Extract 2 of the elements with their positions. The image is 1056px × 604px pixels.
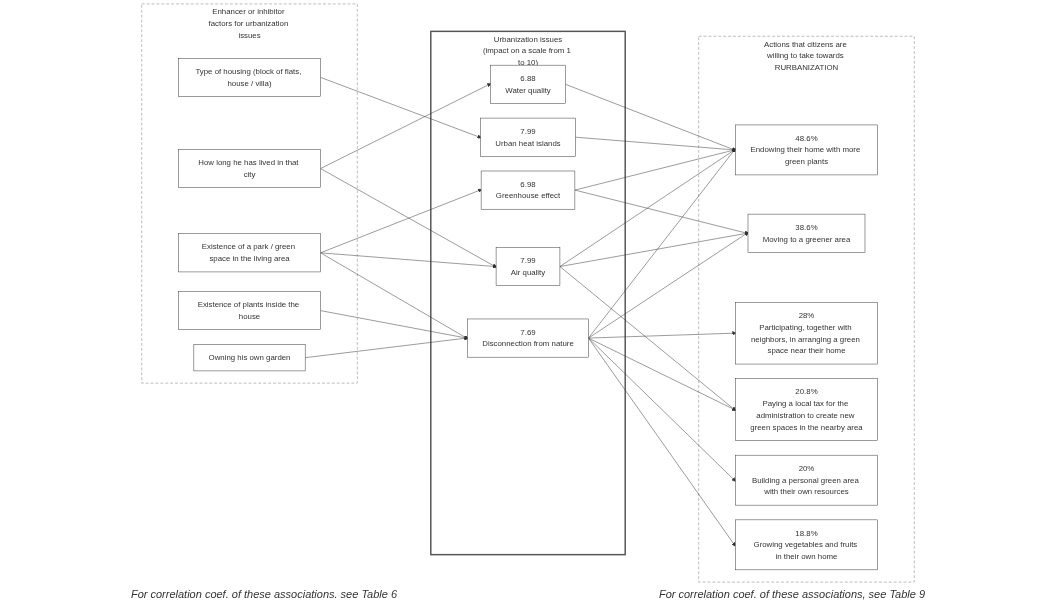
note-text: For correlation coef. of these associations, see Table 9 — [658, 588, 926, 600]
note-text: For correlation coef. of these associations. see Table 6 — [130, 588, 398, 600]
